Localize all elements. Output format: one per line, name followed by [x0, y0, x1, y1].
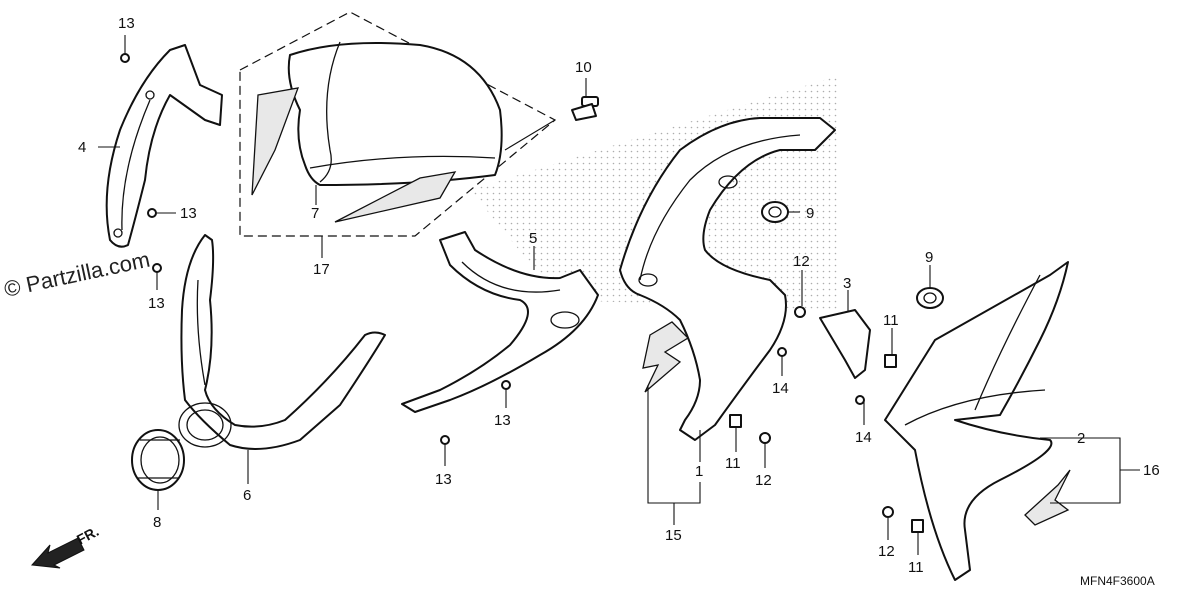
leader-lines — [98, 35, 1140, 555]
callout-17: 17 — [313, 261, 330, 278]
diagram-code: MFN4F3600A — [1080, 574, 1155, 588]
bolt-13-c — [152, 263, 162, 273]
callout-9: 9 — [925, 249, 933, 266]
part-7-decal-bottom — [334, 171, 457, 223]
part-16-decal — [1024, 469, 1071, 526]
clip-11-c — [911, 519, 924, 533]
callout-labels: 13 4 13 13 7 17 10 5 13 13 6 8 9 12 3 11… — [78, 15, 1160, 576]
callout-13: 13 — [180, 205, 197, 222]
watermark: © Partzilla.com — [2, 247, 152, 302]
part-7-decal-left — [251, 87, 300, 196]
part-15-decal — [642, 321, 690, 393]
part-10-screw — [571, 96, 599, 121]
bolt-13-b — [147, 208, 157, 218]
bolt-13-a — [120, 53, 130, 63]
bolt-13-d — [501, 380, 511, 390]
callout-9: 9 — [806, 205, 814, 222]
callout-14: 14 — [855, 429, 872, 446]
callout-12: 12 — [793, 253, 810, 270]
part-4-stay-bracket — [105, 44, 223, 248]
clip-11-b — [729, 414, 742, 428]
callout-3: 3 — [843, 275, 851, 292]
part-9-grommet-a — [761, 201, 789, 223]
bolt-12-b — [759, 432, 771, 444]
callout-13: 13 — [494, 412, 511, 429]
callout-10: 10 — [575, 59, 592, 76]
part-2-side-panel — [884, 261, 1069, 581]
callout-13: 13 — [435, 471, 452, 488]
callout-7: 7 — [311, 205, 319, 222]
callout-12: 12 — [878, 543, 895, 560]
callout-2: 2 — [1077, 430, 1085, 447]
bolt-14-b — [855, 395, 865, 405]
callout-1: 1 — [695, 463, 703, 480]
bolt-12-c — [882, 506, 894, 518]
part-9-grommet-a-hole — [768, 206, 782, 218]
bolt-14-a — [777, 347, 787, 357]
callout-14: 14 — [772, 380, 789, 397]
callout-11: 11 — [725, 455, 741, 472]
part-7-windscreen — [287, 41, 503, 186]
callout-12: 12 — [755, 472, 772, 489]
bolt-13-e — [440, 435, 450, 445]
part-9-grommet-b-hole — [923, 292, 937, 304]
part-1-side-cowl — [619, 117, 836, 441]
part-9-grommet-b — [916, 287, 944, 309]
callout-4: 4 — [78, 139, 86, 156]
callout-11: 11 — [883, 312, 899, 329]
bolt-12-a — [794, 306, 806, 318]
part-3-small-bracket — [819, 309, 871, 379]
callout-11: 11 — [908, 559, 924, 576]
callout-6: 6 — [243, 487, 251, 504]
callout-8: 8 — [153, 514, 161, 531]
part-8-headlight-ring — [131, 429, 185, 491]
callout-13: 13 — [118, 15, 135, 32]
callout-16: 16 — [1143, 462, 1160, 479]
clip-11-a — [884, 354, 897, 368]
callout-15: 15 — [665, 527, 682, 544]
part-5-inner-bracket — [401, 231, 599, 413]
part-6-headlight-cowl — [178, 234, 386, 450]
kit-17-outline — [239, 11, 557, 237]
callout-13: 13 — [148, 295, 165, 312]
front-direction-arrow: FR. — [30, 523, 101, 569]
callout-5: 5 — [529, 230, 537, 247]
